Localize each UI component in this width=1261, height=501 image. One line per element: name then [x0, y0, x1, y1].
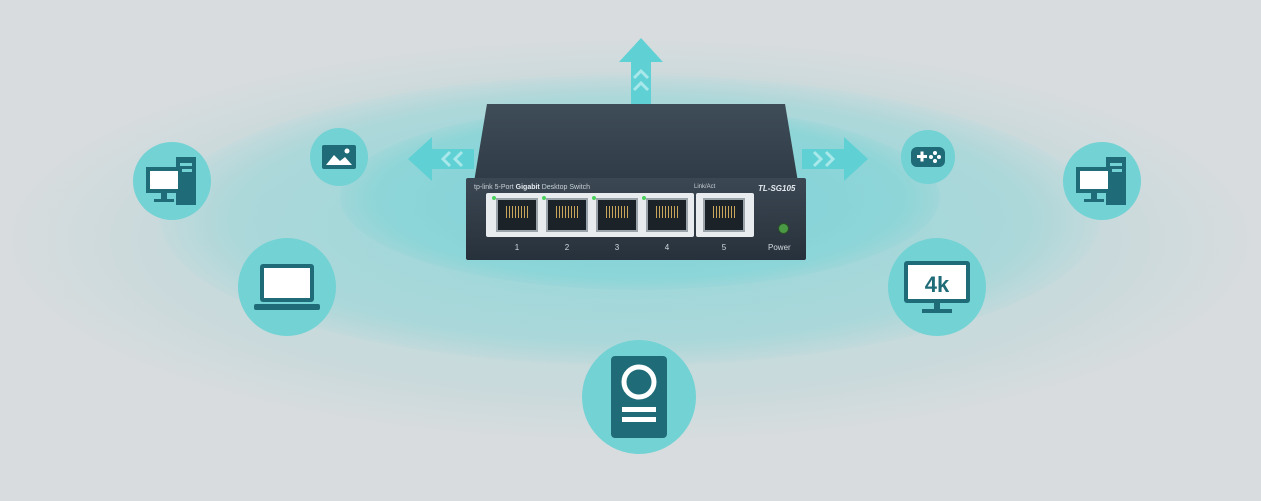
ethernet-port-1 [496, 198, 538, 232]
photo-device [310, 128, 368, 186]
desktop-pc-right [1063, 142, 1141, 220]
switch-description-bold: Gigabit [515, 184, 540, 191]
ethernet-port-4 [646, 198, 688, 232]
power-led [778, 223, 789, 234]
arrow-left-icon [408, 137, 474, 181]
laptop-icon [254, 264, 320, 310]
tv-4k-label: 4k [925, 272, 950, 297]
desktop-computer-icon [1076, 157, 1126, 205]
gamepad-icon [911, 147, 945, 167]
port-number-4: 4 [664, 243, 670, 252]
tv-4k-icon: 4k [904, 261, 970, 313]
port-number-2: 2 [564, 243, 570, 252]
desktop-computer-icon [146, 157, 196, 205]
link-act-label: Link/Act [694, 184, 716, 190]
switch-description: 5-Port [494, 184, 514, 191]
port-number-5: 5 [721, 243, 727, 252]
port-led-2 [542, 196, 546, 200]
arrow-right-icon [802, 137, 868, 181]
laptop-device [238, 238, 336, 336]
game-console-device [901, 130, 955, 184]
switch-model: TL-SG105 [758, 184, 796, 193]
switch-top-cover [474, 104, 798, 182]
port-led-4 [642, 196, 646, 200]
power-label: Power [768, 243, 791, 252]
tv-device: 4k [888, 238, 986, 336]
arrow-up-icon [619, 38, 663, 104]
switch-description-rest: Desktop Switch [541, 184, 590, 191]
port-number-1: 1 [514, 243, 520, 252]
port-number-3: 3 [614, 243, 620, 252]
nas-drive-icon [611, 356, 667, 438]
image-icon [322, 145, 356, 169]
port-led-1 [492, 196, 496, 200]
ethernet-port-2 [546, 198, 588, 232]
switch-brand-line: tp-link 5-Port Gigabit Desktop Switch [474, 184, 590, 191]
desktop-pc-left [133, 142, 211, 220]
switch-brand: tp-link [474, 184, 493, 191]
storage-device [582, 340, 696, 454]
ethernet-port-3 [596, 198, 638, 232]
port-led-3 [592, 196, 596, 200]
ethernet-port-5 [703, 198, 745, 232]
network-switch: tp-link 5-Port Gigabit Desktop Switch Li… [466, 104, 806, 262]
